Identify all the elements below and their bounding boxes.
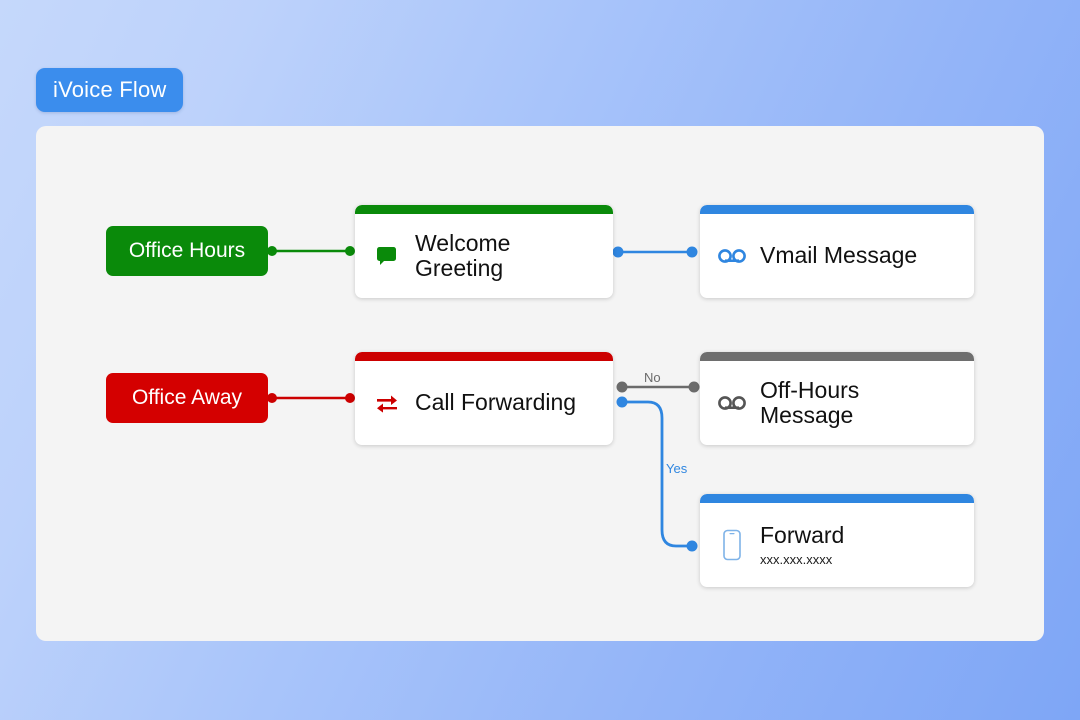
node-off-hours-message[interactable]: Off-Hours Message bbox=[700, 352, 974, 445]
edge-label-yes: Yes bbox=[666, 461, 688, 476]
node-forward-texts: Forward xxx.xxx.xxxx bbox=[760, 521, 845, 568]
node-off-hours-message-texts: Off-Hours Message bbox=[760, 376, 956, 429]
node-call-forwarding-texts: Call Forwarding bbox=[415, 389, 577, 416]
node-welcome-greeting-title: Welcome Greeting bbox=[415, 229, 511, 281]
node-call-forwarding-body: Call Forwarding bbox=[355, 361, 613, 445]
node-vmail-message-texts: Vmail Message bbox=[760, 242, 918, 269]
node-forward[interactable]: Forward xxx.xxx.xxxx bbox=[700, 494, 974, 587]
node-vmail-message-title: Vmail Message bbox=[760, 242, 918, 269]
trigger-office-hours-label: Office Hours bbox=[128, 239, 246, 262]
node-welcome-greeting-texts: Welcome Greeting bbox=[415, 229, 595, 282]
node-welcome-greeting-colorbar bbox=[355, 205, 613, 214]
node-welcome-greeting[interactable]: Welcome Greeting bbox=[355, 205, 613, 298]
node-forward-colorbar bbox=[700, 494, 974, 503]
node-call-forwarding[interactable]: Call Forwarding bbox=[355, 352, 613, 445]
node-off-hours-message-title: Off-Hours Message bbox=[760, 376, 860, 428]
node-vmail-message[interactable]: Vmail Message bbox=[700, 205, 974, 298]
page-title: iVoice Flow bbox=[36, 68, 184, 112]
node-forward-title: Forward bbox=[760, 521, 845, 548]
exchange-arrows-icon bbox=[373, 393, 401, 413]
node-vmail-message-body: Vmail Message bbox=[700, 214, 974, 298]
voicemail-icon bbox=[718, 395, 746, 411]
node-vmail-message-colorbar bbox=[700, 205, 974, 214]
speech-bubble-icon bbox=[373, 246, 401, 266]
trigger-office-away[interactable]: Office Away bbox=[106, 373, 268, 423]
voicemail-icon bbox=[718, 248, 746, 264]
node-call-forwarding-colorbar bbox=[355, 352, 613, 361]
node-forward-subtitle: xxx.xxx.xxxx bbox=[760, 552, 833, 568]
node-off-hours-message-body: Off-Hours Message bbox=[700, 361, 974, 445]
phone-icon bbox=[718, 529, 746, 561]
node-forward-body: Forward xxx.xxx.xxxx bbox=[700, 503, 974, 587]
edge-label-no: No bbox=[644, 370, 661, 385]
node-welcome-greeting-body: Welcome Greeting bbox=[355, 214, 613, 298]
node-call-forwarding-title: Call Forwarding bbox=[415, 389, 577, 416]
trigger-office-away-label: Office Away bbox=[131, 386, 243, 409]
node-off-hours-message-colorbar bbox=[700, 352, 974, 361]
trigger-office-hours[interactable]: Office Hours bbox=[106, 226, 268, 276]
